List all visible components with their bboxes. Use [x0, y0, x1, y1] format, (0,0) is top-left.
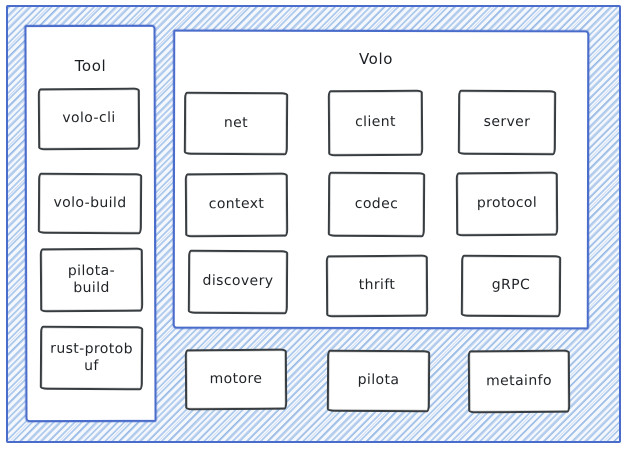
box-net: net	[183, 91, 289, 156]
box-volo-build: volo-build	[37, 172, 143, 235]
box-motore: motore	[184, 348, 288, 411]
box-client: client	[327, 89, 424, 157]
box-server: server	[457, 89, 557, 156]
box-grpc: gRPC	[460, 254, 562, 318]
box-context: context	[184, 172, 289, 238]
box-metainfo: metainfo	[467, 349, 571, 414]
box-codec: codec	[327, 171, 426, 238]
volo-panel-title: Volo	[358, 50, 394, 68]
box-volo-cli: volo-cli	[37, 87, 141, 151]
box-protocol: protocol	[455, 171, 559, 237]
box-thrift: thrift	[325, 254, 429, 318]
box-rust-protobuf: rust-protobuf	[39, 325, 144, 391]
tool-panel-title: Tool	[74, 57, 107, 75]
box-pilota: pilota	[326, 349, 431, 413]
box-discovery: discovery	[187, 249, 289, 315]
box-pilota-build: pilota-build	[39, 247, 144, 313]
